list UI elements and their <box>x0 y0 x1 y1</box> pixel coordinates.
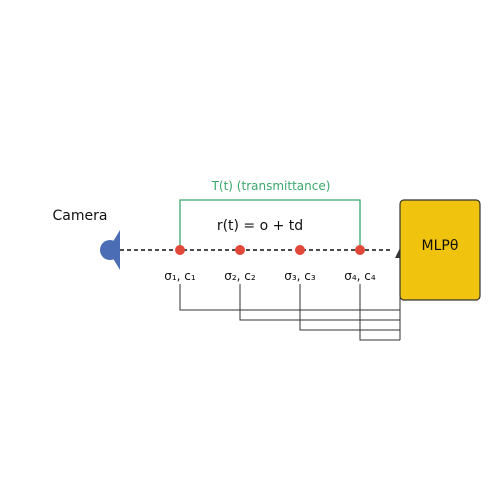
ray-equation: r(t) = o + td <box>217 218 303 234</box>
sample-point-4 <box>355 245 365 255</box>
sample-connectors <box>179 258 401 341</box>
sample-label-4: σ₄, c₄ <box>344 269 376 283</box>
transmittance-bracket <box>179 199 361 250</box>
sample-point-1 <box>175 245 185 255</box>
sample-points <box>175 245 365 255</box>
connector-4 <box>359 284 400 341</box>
sample-point-2 <box>235 245 245 255</box>
sample-label-1: σ₁, c₁ <box>164 269 196 283</box>
sample-point-3 <box>295 245 305 255</box>
sample-label-3: σ₃, c₃ <box>284 269 316 283</box>
connector-1 <box>179 284 400 311</box>
camera-icon <box>100 230 120 270</box>
connector-3 <box>299 284 400 331</box>
camera-label: Camera <box>53 208 108 224</box>
connector-2 <box>239 284 400 321</box>
transmittance-label: T(t) (transmittance) <box>211 179 331 193</box>
mlp-box <box>399 199 481 301</box>
sample-label-2: σ₂, c₂ <box>224 269 256 283</box>
mlp-label: MLPθ <box>422 238 459 254</box>
